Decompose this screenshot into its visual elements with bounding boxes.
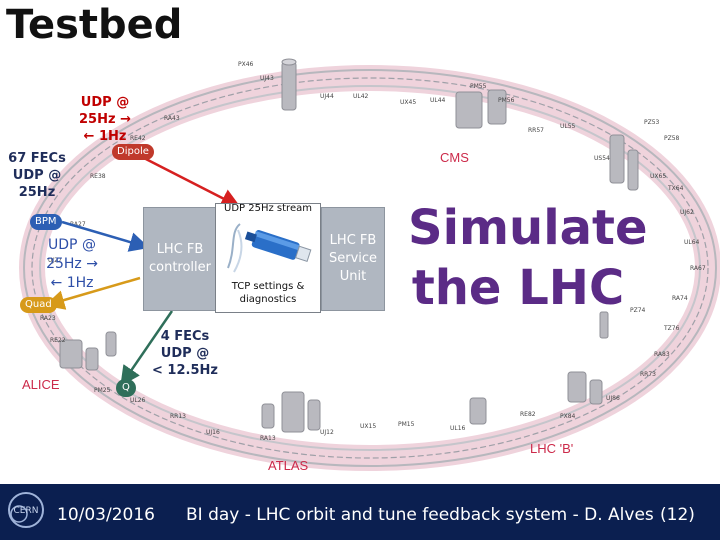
footer-title: BI day - LHC orbit and tune feedback sys… <box>186 505 654 525</box>
dipole-tag: Dipole <box>112 144 154 160</box>
fecs-left-line-3: 25Hz <box>4 184 70 201</box>
svg-text:RA83: RA83 <box>654 351 670 358</box>
fb-service-unit-line-3: Unit <box>329 268 377 286</box>
svg-text:RA74: RA74 <box>672 295 688 302</box>
fb-controller-line-2: controller <box>149 259 211 277</box>
svg-text:UX65: UX65 <box>650 173 666 180</box>
svg-text:PX84: PX84 <box>560 413 576 420</box>
quad-tag: Quad <box>20 297 57 313</box>
simulate-heading: Simulate the LHC <box>408 198 628 318</box>
udp-left-line-2: 25Hz → <box>38 255 106 274</box>
slide-title: Testbed <box>6 2 146 49</box>
udp-left-line-3: ← 1Hz <box>38 274 106 293</box>
svg-text:PM15: PM15 <box>398 421 415 428</box>
svg-text:UJ62: UJ62 <box>680 209 694 216</box>
udp-left-line-1: UDP @ <box>38 236 106 255</box>
udp-top-rates: UDP @ 25Hz → ← 1Hz <box>70 94 140 145</box>
fecs-left-line-1: 67 FECs <box>4 150 70 167</box>
svg-text:UX45: UX45 <box>400 99 416 106</box>
bpm-tag: BPM <box>30 214 62 230</box>
svg-text:RR73: RR73 <box>640 371 656 378</box>
svg-text:RR13: RR13 <box>170 413 186 420</box>
atlas-hall <box>262 392 320 432</box>
svg-text:UJ43: UJ43 <box>260 75 274 82</box>
simulate-line-2: the LHC <box>408 258 628 318</box>
cern-logo-icon: CERN <box>6 490 46 530</box>
site-cms: CMS <box>440 150 469 165</box>
fecs-bottom-line-2: UDP @ <box>148 345 222 362</box>
svg-text:US54: US54 <box>594 155 610 162</box>
svg-text:RA13: RA13 <box>260 435 276 442</box>
q-tag: Q <box>116 379 136 397</box>
simulate-line-1: Simulate <box>408 198 628 258</box>
svg-text:TX64: TX64 <box>667 185 684 192</box>
udp-top-line-1: UDP @ <box>70 94 140 111</box>
svg-text:PZ74: PZ74 <box>630 307 646 314</box>
svg-text:RR57: RR57 <box>528 127 544 134</box>
fb-controller-line-1: LHC FB <box>149 241 211 259</box>
svg-text:RA23: RA23 <box>40 315 56 322</box>
svg-text:UJ44: UJ44 <box>320 93 334 100</box>
tcp-label-line-1: TCP settings & <box>218 280 318 293</box>
svg-text:UL16: UL16 <box>450 425 466 432</box>
fb-controller-box: LHC FB controller <box>143 207 217 311</box>
svg-text:RA67: RA67 <box>690 265 706 272</box>
site-alice: ALICE <box>22 377 60 392</box>
site-lhcb: LHC 'B' <box>530 441 573 456</box>
svg-text:RE38: RE38 <box>90 173 106 180</box>
fecs-bottom-line-3: < 12.5Hz <box>148 362 222 379</box>
svg-text:PX46: PX46 <box>238 61 254 68</box>
svg-text:UJ12: UJ12 <box>320 429 334 436</box>
svg-text:UL26: UL26 <box>130 397 146 404</box>
svg-text:RA43: RA43 <box>164 115 180 122</box>
fecs-left-label: 67 FECs UDP @ 25Hz <box>4 150 70 201</box>
arrow-dipole-to-stream <box>140 156 232 203</box>
fb-service-unit-box: LHC FB Service Unit <box>321 207 385 311</box>
site-atlas: ATLAS <box>268 458 308 473</box>
svg-text:UL42: UL42 <box>353 93 369 100</box>
fb-service-unit-line-1: LHC FB <box>329 232 377 250</box>
svg-text:PM25: PM25 <box>94 387 111 394</box>
svg-text:UL44: UL44 <box>430 97 446 104</box>
udp-left-rates: UDP @ 25Hz → ← 1Hz <box>38 236 106 293</box>
fecs-left-line-2: UDP @ <box>4 167 70 184</box>
svg-text:PZ53: PZ53 <box>644 119 660 126</box>
svg-text:UL64: UL64 <box>684 239 700 246</box>
footer-date: 10/03/2016 <box>57 505 155 525</box>
svg-text:UJ16: UJ16 <box>206 429 220 436</box>
svg-text:UL55: UL55 <box>560 123 576 130</box>
svg-text:PZ58: PZ58 <box>664 135 680 142</box>
tcp-label-line-2: diagnostics <box>218 293 318 306</box>
udp-top-line-2: 25Hz → <box>70 111 140 128</box>
svg-text:PM56: PM56 <box>498 97 515 104</box>
svg-text:PM55: PM55 <box>470 83 487 90</box>
fb-service-unit-line-2: Service <box>329 250 377 268</box>
svg-text:UX15: UX15 <box>360 423 376 430</box>
footer-page-number: (12) <box>660 505 695 525</box>
stream-label: UDP 25Hz stream <box>215 203 321 214</box>
svg-text:RE82: RE82 <box>520 411 536 418</box>
svg-text:RE22: RE22 <box>50 337 66 344</box>
svg-text:TZ76: TZ76 <box>663 325 680 332</box>
fecs-bottom-label: 4 FECs UDP @ < 12.5Hz <box>148 328 222 379</box>
udp-top-line-3: ← 1Hz <box>70 128 140 145</box>
tcp-label: TCP settings & diagnostics <box>218 280 318 306</box>
svg-text:CERN: CERN <box>14 506 39 516</box>
ethernet-cable-icon <box>222 218 316 278</box>
svg-text:UJ86: UJ86 <box>606 395 620 402</box>
fecs-bottom-line-1: 4 FECs <box>148 328 222 345</box>
